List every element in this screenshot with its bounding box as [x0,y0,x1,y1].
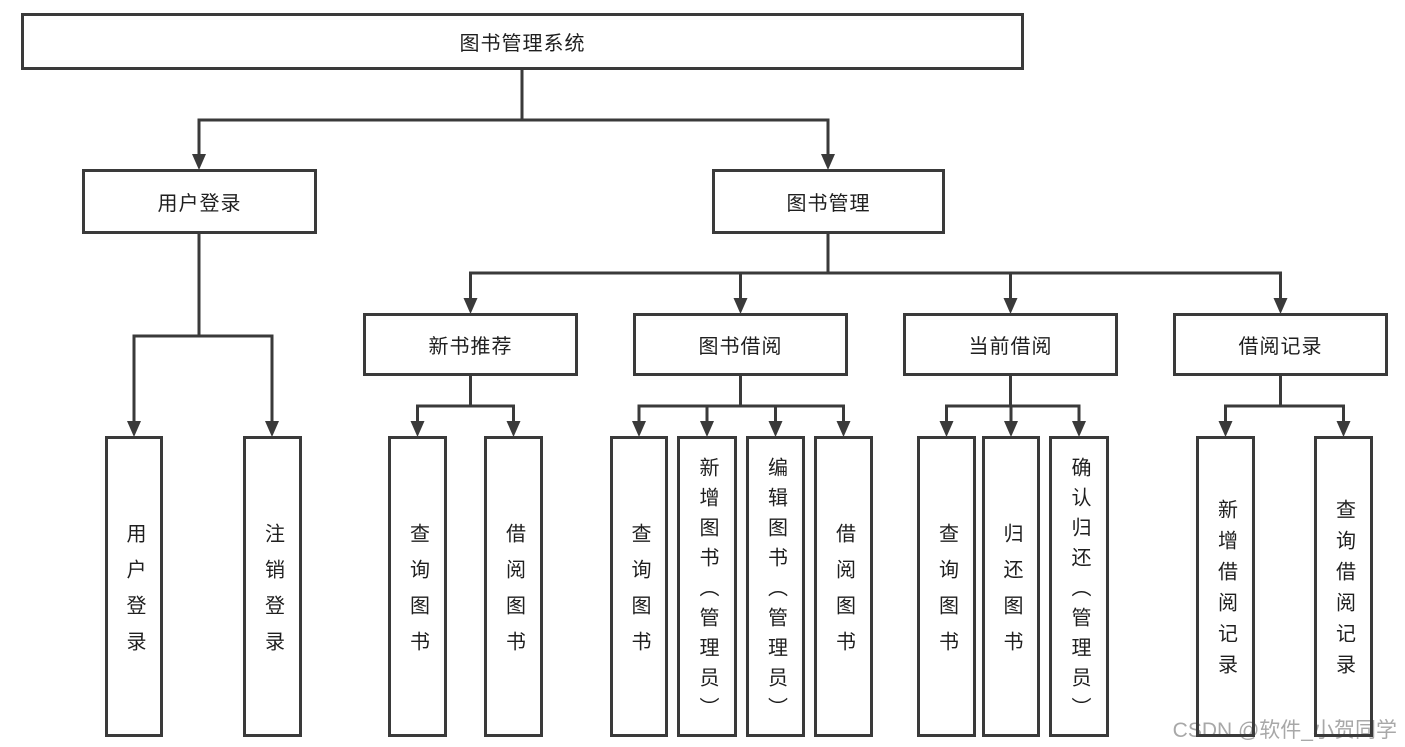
node-new-book-recommend-label: 新书推荐 [428,336,513,358]
leaf-query-books-recommend-label: 查询图书 [406,522,429,667]
leaf-return-book-label: 归还图书 [1000,522,1022,667]
leaf-query-books-borrow: 查询图书 [610,436,668,737]
leaf-edit-book-admin: 编辑图书（管理员） [746,436,805,737]
leaf-query-books-current: 查询图书 [917,436,976,737]
arrowheads [127,154,1351,437]
leaf-query-borrow-record-label: 查询借阅记录 [1332,499,1355,685]
leaf-logout: 注销登录 [243,436,302,737]
node-book-management-label: 图书管理 [786,193,871,215]
leaf-query-books-current-label: 查询图书 [935,522,958,667]
leaf-query-books-recommend: 查询图书 [388,436,447,737]
leaf-query-borrow-record: 查询借阅记录 [1314,436,1373,737]
leaf-confirm-return-admin-label: 确认归还（管理员） [1068,456,1090,727]
node-current-borrow: 当前借阅 [903,313,1118,376]
leaf-edit-book-admin-label: 编辑图书（管理员） [764,456,787,727]
leaf-add-book-admin: 新增图书（管理员） [677,436,737,737]
node-root-system: 图书管理系统 [21,13,1024,70]
node-user-login: 用户登录 [82,169,317,234]
node-user-login-label: 用户登录 [157,193,242,215]
node-root-label: 图书管理系统 [459,33,586,55]
leaf-add-book-admin-label: 新增图书（管理员） [696,456,718,727]
node-book-borrow: 图书借阅 [633,313,848,376]
leaf-confirm-return-admin: 确认归还（管理员） [1049,436,1109,737]
leaf-user-login: 用户登录 [105,436,163,737]
leaf-borrow-books-2-label: 借阅图书 [832,522,855,667]
node-borrow-records-label: 借阅记录 [1238,336,1323,358]
node-book-management: 图书管理 [712,169,945,234]
leaf-user-login-label: 用户登录 [123,522,145,667]
leaf-borrow-books-recommend: 借阅图书 [484,436,543,737]
leaf-borrow-books-2: 借阅图书 [814,436,873,737]
node-new-book-recommend: 新书推荐 [363,313,578,376]
node-current-borrow-label: 当前借阅 [968,336,1053,358]
leaf-add-borrow-record-label: 新增借阅记录 [1214,499,1237,685]
node-borrow-records: 借阅记录 [1173,313,1388,376]
leaf-return-book: 归还图书 [982,436,1040,737]
leaf-logout-label: 注销登录 [261,522,284,667]
leaf-query-books-borrow-label: 查询图书 [628,522,650,667]
leaf-borrow-books-recommend-label: 借阅图书 [502,522,525,667]
leaf-add-borrow-record: 新增借阅记录 [1196,436,1255,737]
node-book-borrow-label: 图书借阅 [698,336,783,358]
